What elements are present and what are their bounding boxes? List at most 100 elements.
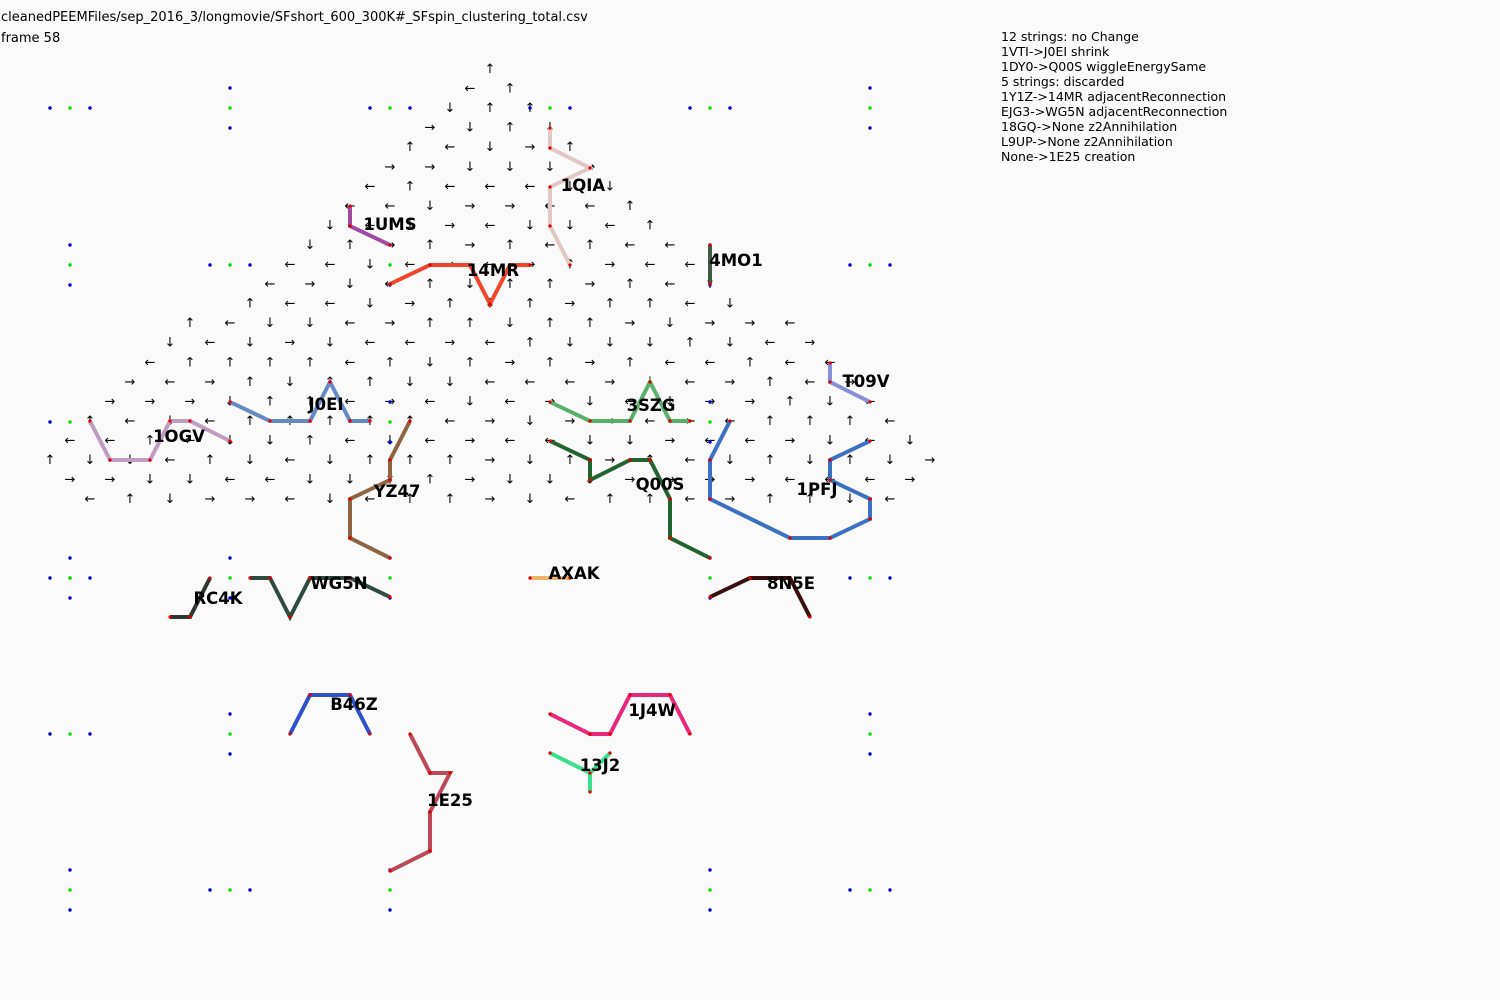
string-vertex: [548, 224, 552, 228]
marker-dot: [868, 263, 872, 267]
spin-arrow: ↓: [365, 258, 376, 273]
spin-arrow: ↓: [885, 453, 896, 468]
spin-arrow: ↑: [645, 297, 656, 312]
spin-arrow: ←: [625, 394, 636, 409]
spin-arrow: →: [605, 258, 616, 273]
spin-arrow: ↑: [505, 238, 516, 253]
string-vertex: [828, 458, 832, 462]
string-vertex: [868, 439, 872, 443]
spin-arrow: ↑: [485, 101, 496, 116]
marker-dot: [708, 576, 712, 580]
spin-arrow: ↓: [145, 473, 156, 488]
spin-arrow: ↑: [465, 355, 476, 370]
spin-arrow: →: [625, 473, 636, 488]
string-vertex: [188, 419, 192, 423]
spin-arrow: ↓: [405, 375, 416, 390]
string-label-14mr: 14MR: [467, 261, 519, 280]
marker-dot: [868, 86, 872, 90]
spin-arrow: →: [745, 316, 756, 331]
string-vertex: [568, 263, 572, 267]
marker-dot: [68, 283, 72, 287]
spin-arrow: →: [465, 433, 476, 448]
string-vertex: [688, 419, 692, 423]
spin-arrow: ↑: [185, 316, 196, 331]
spin-arrow: ←: [145, 355, 156, 370]
marker-dot: [48, 420, 52, 424]
string-vertex: [668, 536, 672, 540]
spin-arrow: ←: [205, 336, 216, 351]
spin-arrow: ↓: [325, 453, 336, 468]
marker-dot: [708, 908, 712, 912]
string-vertex: [388, 458, 392, 462]
marker-dot: [48, 576, 52, 580]
marker-dot: [88, 576, 92, 580]
spin-arrow: ↓: [305, 316, 316, 331]
spin-arrow: ↓: [325, 492, 336, 507]
string-vertex: [668, 497, 672, 501]
spin-arrow: ↑: [405, 179, 416, 194]
spin-arrow: ←: [665, 277, 676, 292]
string-vertex: [788, 536, 792, 540]
spin-arrow: ↓: [465, 394, 476, 409]
spin-arrow: ↑: [305, 394, 316, 409]
spin-arrow: ←: [65, 433, 76, 448]
spin-arrow: ←: [525, 179, 536, 194]
spin-arrow: ←: [445, 414, 456, 429]
string-vertex: [268, 576, 272, 580]
marker-dot: [68, 576, 72, 580]
string-label-t09v: T09V: [843, 372, 890, 391]
marker-dot: [388, 420, 392, 424]
spin-arrow: ←: [885, 414, 896, 429]
spin-arrow: ←: [405, 258, 416, 273]
string-vertex: [388, 869, 392, 873]
spin-arrow: →: [725, 375, 736, 390]
marker-dot: [868, 126, 872, 130]
spin-arrow: ↑: [605, 492, 616, 507]
marker-dot: [48, 732, 52, 736]
spin-arrow: →: [465, 238, 476, 253]
spin-arrow: ↓: [445, 101, 456, 116]
spin-arrow: ←: [625, 238, 636, 253]
spin-arrow: ↑: [625, 199, 636, 214]
spin-arrow: ↓: [825, 433, 836, 448]
marker-dot: [868, 576, 872, 580]
marker-dot: [228, 106, 232, 110]
marker-dot: [228, 752, 232, 756]
string-path-3szg: [549, 377, 690, 423]
spin-arrow: ↓: [165, 492, 176, 507]
spin-arrow: ↓: [165, 336, 176, 351]
spin-arrow: →: [605, 375, 616, 390]
string-vertex: [348, 419, 352, 423]
spin-arrow: ←: [685, 297, 696, 312]
spin-arrow: ←: [485, 375, 496, 390]
marker-dot: [728, 106, 732, 110]
spin-arrow: ↓: [805, 453, 816, 468]
spin-arrow: ↑: [785, 394, 796, 409]
spin-arrow: →: [905, 473, 916, 488]
spin-arrow: ←: [265, 277, 276, 292]
marker-dot: [388, 908, 392, 912]
string-vertex: [548, 146, 552, 150]
spin-arrow: →: [105, 394, 116, 409]
spin-arrow: ↑: [385, 355, 396, 370]
string-label-1ogv: 1OGV: [153, 427, 205, 446]
spin-arrow: →: [565, 297, 576, 312]
spin-arrow: ↓: [485, 140, 496, 155]
string-vertex: [348, 693, 352, 697]
string-label-1ums: 1UMS: [363, 215, 416, 234]
marker-dot: [208, 888, 212, 892]
marker-dot: [548, 106, 552, 110]
marker-dot: [68, 420, 72, 424]
spin-arrow: ↑: [545, 355, 556, 370]
spin-arrow: ↓: [665, 316, 676, 331]
marker-dot: [568, 106, 572, 110]
spin-arrow: →: [425, 121, 436, 136]
spin-arrow: ←: [485, 218, 496, 233]
marker-dot: [208, 263, 212, 267]
spin-arrow: →: [305, 277, 316, 292]
marker-dot: [388, 106, 392, 110]
spin-arrow: →: [105, 473, 116, 488]
marker-dot: [388, 440, 392, 444]
spin-arrow: ←: [805, 375, 816, 390]
